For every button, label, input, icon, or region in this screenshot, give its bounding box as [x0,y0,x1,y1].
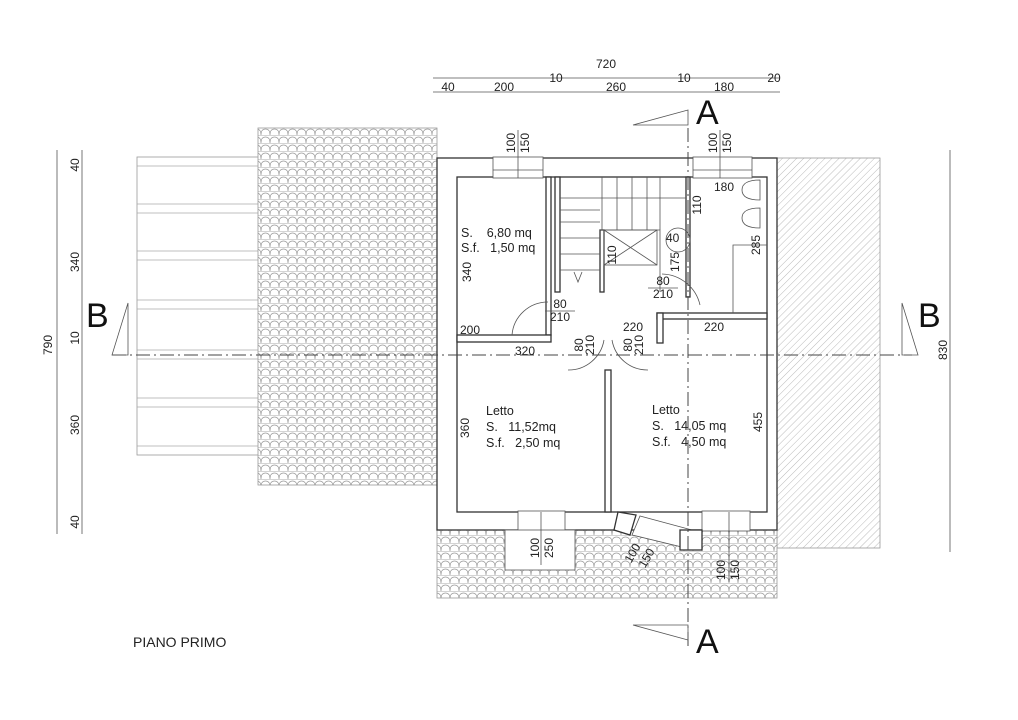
dim: 360 [458,418,472,438]
staircase [560,177,767,313]
svg-text:250: 250 [542,538,556,558]
svg-text:150: 150 [720,133,734,153]
room-area: S. 14,05 mq [652,419,726,433]
door-label: 80 210 [545,297,575,324]
dim: 320 [515,344,535,358]
dim-total-height: 790 [41,335,55,355]
window-label: 100 250 [528,512,556,565]
section-b-left: B [86,297,109,335]
svg-text:210: 210 [550,310,570,324]
section-a-top: A [696,94,719,132]
room-name: Letto [486,404,514,418]
svg-text:80: 80 [572,338,586,352]
dim: 40 [666,231,680,245]
dim-total-width: 720 [596,57,616,71]
dim: 175 [668,252,682,272]
dim: 110 [605,245,619,264]
dim-top: 10 [549,71,563,85]
dimension-lines [56,77,951,552]
dim-left: 40 [68,515,82,529]
door-label: 80 210 [621,335,646,355]
svg-text:210: 210 [632,335,646,355]
dim-left: 10 [68,331,82,345]
window-label: 100 150 [706,130,734,178]
window-label: 100 150 [621,541,657,571]
dim-left: 40 [68,158,82,172]
svg-text:100: 100 [528,538,542,558]
walls [436,156,778,571]
window-label: 100 150 [714,512,742,582]
room-window-area: S.f. 4,50 mq [652,435,726,449]
dim: 180 [714,180,734,194]
section-lines [111,109,919,650]
room-area: S. 6,80 mq [461,226,532,240]
svg-text:100: 100 [504,133,518,153]
door-label: 80 210 [648,274,678,301]
dim: 220 [704,320,724,334]
dim-top: 260 [606,80,626,94]
dim-hall: 220 [623,320,643,334]
plan-title: PIANO PRIMO [133,634,226,650]
left-roof-stripes [136,156,263,456]
dim: 340 [460,262,474,282]
dim-left: 340 [68,252,82,272]
dim: 110 [690,195,704,214]
svg-text:150: 150 [518,133,532,153]
door-label: 80 210 [572,335,597,355]
dim-top: 200 [494,80,514,94]
dim-left: 360 [68,415,82,435]
dim-top: 10 [677,71,691,85]
svg-text:210: 210 [653,287,673,301]
room-area: S. 11,52mq [486,420,556,434]
dim-top: 180 [714,80,734,94]
svg-text:150: 150 [728,560,742,580]
dim: 200 [460,323,480,337]
section-b-right: B [918,297,941,335]
dim-right-total: 830 [936,340,950,360]
room-window-area: S.f. 2,50 mq [486,436,560,450]
dim: 455 [751,412,765,432]
room-window-area: S.f. 1,50 mq [461,241,535,255]
svg-text:80: 80 [621,338,635,352]
svg-text:80: 80 [553,297,567,311]
right-roof-hatch [776,157,881,549]
svg-text:80: 80 [656,274,670,288]
dim-top: 40 [441,80,455,94]
dim: 285 [749,235,763,255]
door-swings [511,273,701,371]
svg-text:210: 210 [583,335,597,355]
bottom-roof-tiles [436,529,778,599]
window-label: 100 150 [504,130,532,178]
left-roof-tiles [257,127,438,486]
dim-top: 20 [767,71,781,85]
svg-text:100: 100 [714,560,728,580]
room-name: Letto [652,403,680,417]
svg-text:100: 100 [706,133,720,153]
section-a-bottom: A [696,623,719,661]
